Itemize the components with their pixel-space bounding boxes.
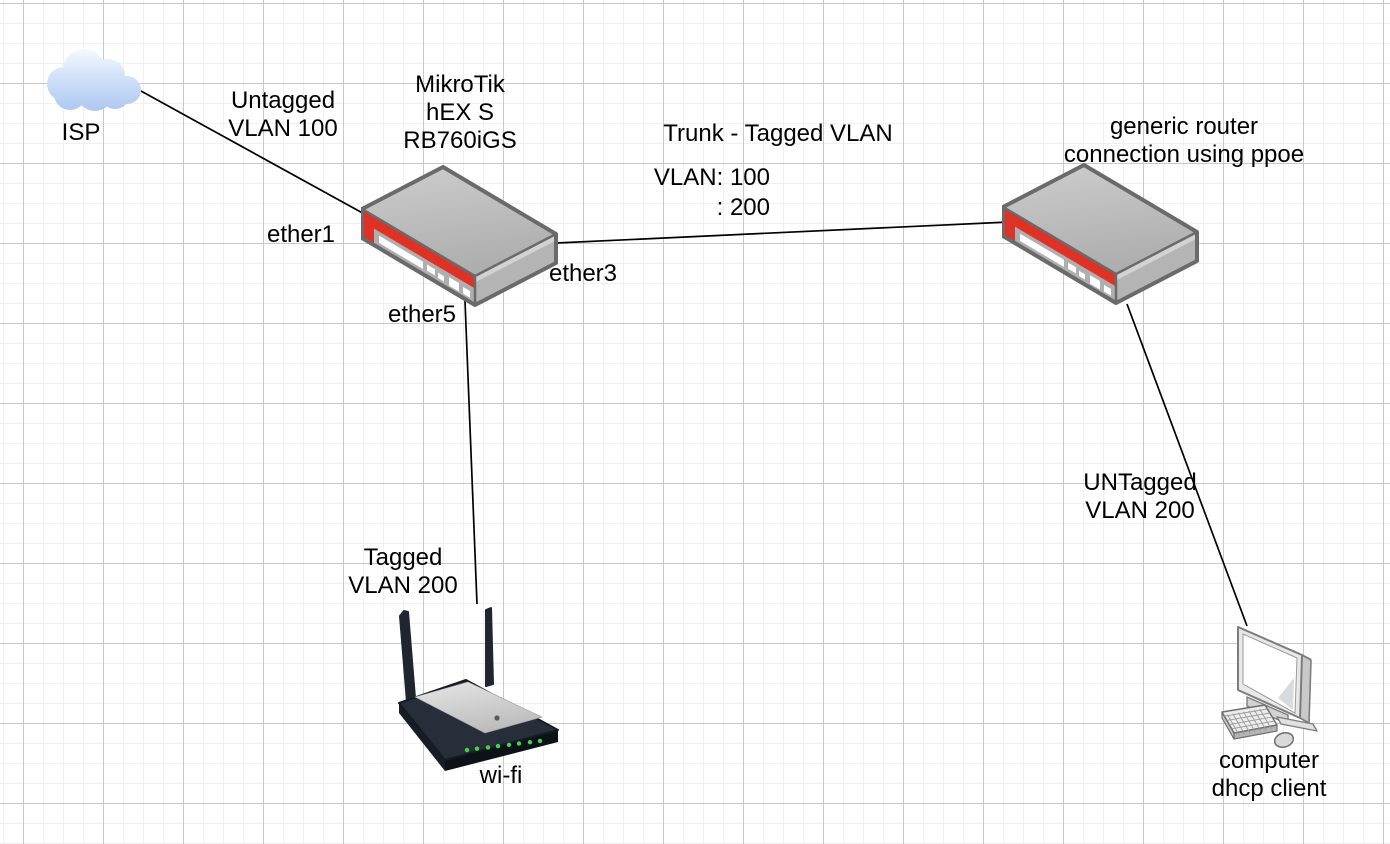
edge-mikrotik-to-wifi[interactable] <box>464 300 478 605</box>
edge-label-line: VLAN 200 <box>1085 497 1195 524</box>
port-label-ether1[interactable]: ether1 <box>266 221 336 248</box>
port-label-ether3[interactable]: ether3 <box>548 260 618 287</box>
router-icon-generic[interactable] <box>1002 163 1202 305</box>
edge-isp-to-mikrotik[interactable] <box>140 90 369 217</box>
port-label-ether5[interactable]: ether5 <box>387 301 457 328</box>
wifi-led-row <box>464 738 543 753</box>
device-name-line: MikroTik <box>415 71 505 98</box>
router-icon-mikrotik[interactable] <box>361 165 561 307</box>
trunk-vlan-line: : 200 <box>716 194 770 221</box>
device-name-line: generic router <box>1109 113 1259 140</box>
cloud-icon[interactable] <box>40 44 144 118</box>
trunk-vlan-line: VLAN: 100 <box>653 164 770 191</box>
edge-label-line: VLAN 100 <box>228 115 338 142</box>
edge-label-tagged-vlan200[interactable]: Tagged VLAN 200 <box>348 544 457 600</box>
edge-label-untagged-vlan100[interactable]: Untagged VLAN 100 <box>228 87 337 143</box>
edge-generic-to-computer[interactable] <box>1126 303 1248 627</box>
edge-label-line: Tagged <box>363 544 443 571</box>
edge-label-line: UNTagged <box>1083 469 1197 496</box>
device-name-line: dhcp client <box>1211 775 1327 802</box>
pc-icon[interactable] <box>1212 618 1324 753</box>
edge-label-untagged-vlan200[interactable]: UNTagged VLAN 200 <box>1083 469 1196 525</box>
edge-label-line: Untagged <box>230 87 336 114</box>
trunk-label[interactable]: Trunk - Tagged VLAN <box>663 120 893 147</box>
device-name-line: RB760iGS <box>403 127 517 154</box>
generic-router-label[interactable]: generic router connection using ppoe <box>1064 113 1304 169</box>
edge-trunk-mikrotik-to-generic[interactable] <box>555 221 1010 244</box>
edge-label-line: VLAN 200 <box>348 572 458 599</box>
device-name-line: hEX S <box>425 99 495 126</box>
device-name-line: computer <box>1218 747 1320 774</box>
isp-label[interactable]: ISP <box>61 119 101 146</box>
wifi-ap-icon[interactable] <box>392 600 567 775</box>
wifi-label[interactable]: wi-fi <box>479 762 523 789</box>
keyboard-keys <box>1224 708 1275 736</box>
trunk-vlan-list[interactable]: VLAN: 100 : 200 <box>654 163 770 223</box>
mikrotik-router-label[interactable]: MikroTik hEX S RB760iGS <box>403 71 516 155</box>
device-name-line: connection using ppoe <box>1063 141 1305 168</box>
computer-label[interactable]: computer dhcp client <box>1212 747 1327 803</box>
